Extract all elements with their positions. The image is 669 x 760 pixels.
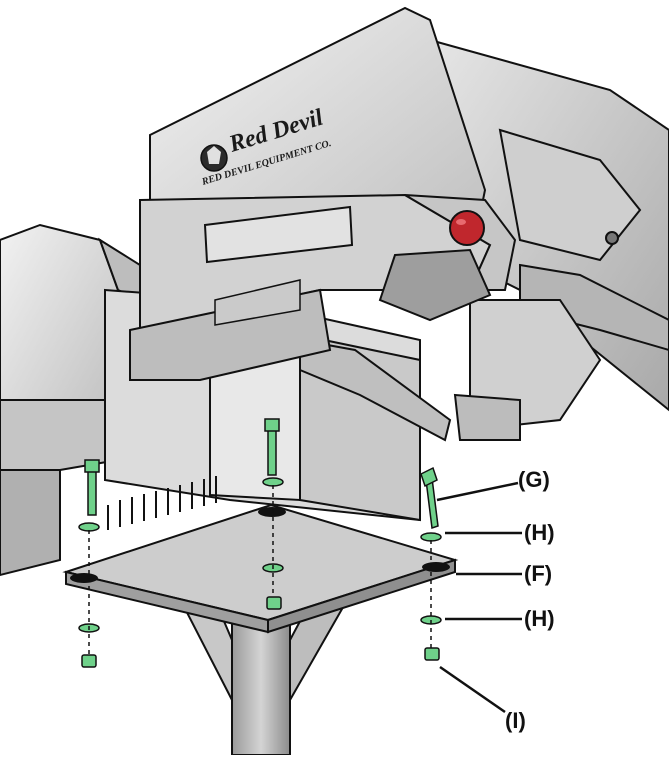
label-plate <box>203 205 354 264</box>
leader-i <box>439 665 506 714</box>
callout-f: (F) <box>524 561 553 586</box>
bolt-left <box>84 459 100 516</box>
base-plate <box>62 503 459 634</box>
leader-g <box>436 481 519 502</box>
side-motor-box <box>0 223 141 577</box>
assembly-lines <box>88 485 432 655</box>
bolt-right <box>420 466 439 530</box>
callout-i: (I) <box>505 708 526 733</box>
rubber-feet <box>70 507 450 583</box>
callout-h-upper: (H) <box>524 520 555 545</box>
mounting-bolts <box>84 418 439 530</box>
bolt-center <box>264 418 280 476</box>
callout-g: (G) <box>518 467 550 492</box>
callout-h-lower: (H) <box>524 606 555 631</box>
main-housing <box>129 6 517 381</box>
vent-slots <box>107 476 217 530</box>
red-knob <box>449 210 485 246</box>
leader-lines <box>436 481 522 714</box>
arm-assembly <box>428 38 669 441</box>
nuts <box>81 596 440 668</box>
